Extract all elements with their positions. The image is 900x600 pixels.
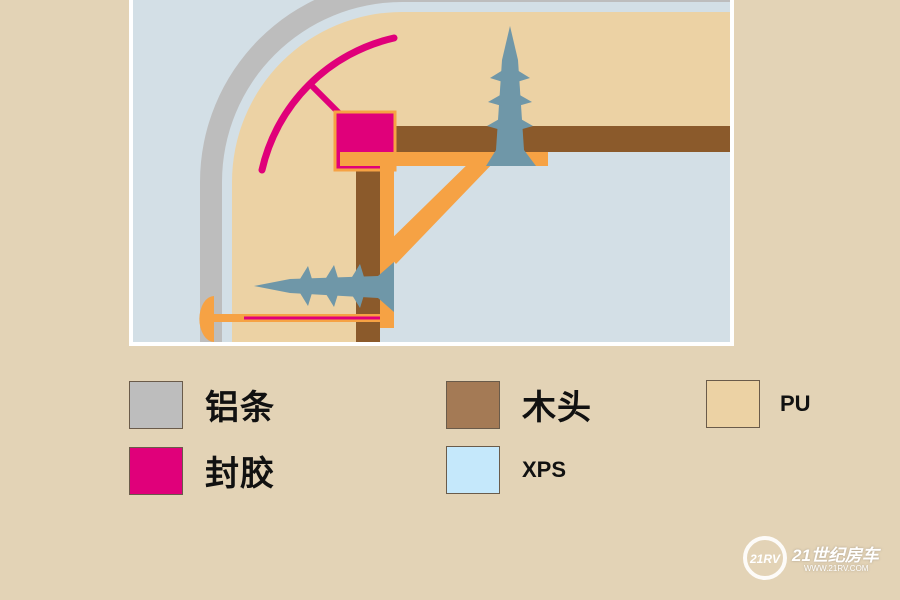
legend-label-aluminum: 铝条	[205, 388, 275, 428]
legend-swatch-sealant	[129, 446, 183, 495]
legend-item-wood: 木头	[446, 380, 592, 429]
screw-vertical	[486, 26, 536, 166]
legend-item-aluminum: 铝条	[129, 380, 275, 429]
legend-swatch-aluminum	[129, 380, 183, 429]
watermark-badge-icon: 21RV	[743, 536, 787, 580]
legend-swatch-pu	[706, 380, 760, 428]
rivet	[199, 296, 380, 342]
screw-horizontal	[254, 262, 394, 312]
watermark-url: WWW.21RV.COM	[804, 564, 869, 573]
legend-label-xps: XPS	[522, 457, 567, 482]
bracket-diagonal	[382, 156, 496, 264]
svg-text:21RV: 21RV	[749, 552, 781, 566]
legend-item-sealant: 封胶	[129, 446, 275, 495]
wood-beam-horizontal	[356, 126, 730, 152]
watermark-logo: 21RV 21世纪房车 WWW.21RV.COM	[742, 535, 892, 585]
legend-swatch-wood	[446, 380, 500, 429]
legend-swatch-xps	[446, 446, 500, 494]
legend-label-sealant: 封胶	[205, 454, 275, 494]
legend-label-wood: 木头	[522, 388, 592, 428]
legend-item-xps: XPS	[446, 446, 566, 494]
legend-item-pu: PU	[706, 380, 811, 428]
watermark-text: 21世纪房车	[792, 546, 879, 565]
legend-label-pu: PU	[780, 391, 811, 416]
